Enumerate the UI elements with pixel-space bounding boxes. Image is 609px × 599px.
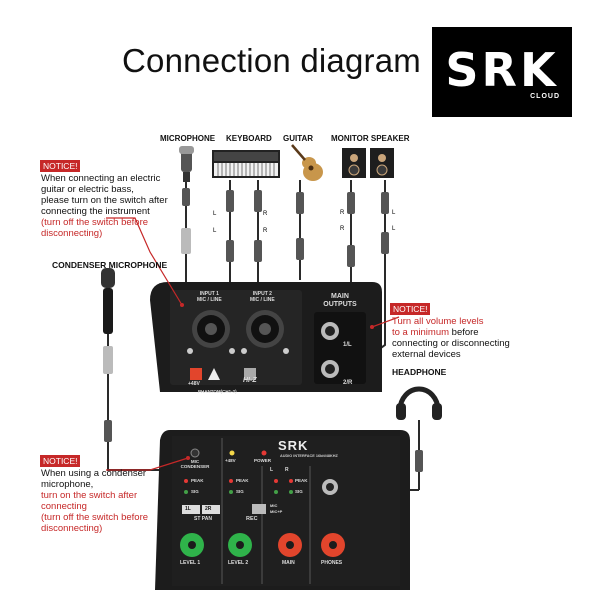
cable-label-l-monitor-lower: L: [392, 226, 396, 232]
panel-mic-condenser: MIC CONDENSER: [177, 459, 213, 469]
notice-line-red: disconnecting): [41, 228, 103, 239]
panel-peak-2: PEAK: [236, 478, 249, 483]
notice-line: microphone,: [41, 479, 94, 490]
audio-interface-bottom: [155, 430, 410, 590]
panel-hiz: HI-Z: [243, 377, 257, 384]
label-keyboard: KEYBOARD: [226, 134, 272, 143]
panel-mic: MIC: [270, 503, 278, 508]
panel-phones: PHONES: [321, 560, 343, 566]
notice-tag-volume: NOTICE!: [390, 303, 431, 315]
panel-sig-2: SIG: [236, 489, 244, 494]
notice-line: external devices: [392, 349, 461, 360]
panel-st-pan: ST PAN: [194, 516, 212, 522]
notice-tag-condenser: NOTICE!: [40, 455, 81, 467]
logo-sub-text: CLOUD: [530, 93, 560, 100]
panel-out-1l: 1/L: [343, 342, 352, 348]
panel-input2-label: INPUT 2 MIC / LINE: [250, 291, 275, 303]
panel-mic-pc: MIC+P: [270, 509, 283, 514]
notice-line-red: to a minimum: [392, 327, 450, 338]
panel-level1: LEVEL 1: [180, 560, 201, 566]
panel-l: L: [270, 467, 274, 473]
cable-label-r-keyboard-lower: R: [263, 228, 268, 234]
page-title: Connection diagram: [122, 42, 421, 79]
notice-line: guitar or electric bass,: [41, 184, 134, 195]
cable-label-r-keyboard: R: [263, 211, 268, 217]
notice-line-red: turn on the switch after: [41, 490, 138, 501]
notice-line-red: connecting: [41, 501, 87, 512]
panel-text: MIC / LINE: [250, 297, 275, 303]
microphone-icon: [179, 146, 194, 182]
panel-btn-1l: 1L: [185, 506, 191, 512]
cable-label-r-monitor-lower: R: [340, 226, 345, 232]
panel-text: MIC / LINE: [197, 297, 222, 303]
label-condenser-microphone: CONDENSER MICROPHONE: [52, 260, 168, 270]
cable-label-l-monitor: L: [392, 210, 396, 216]
panel-text: CONDENSER: [180, 464, 210, 469]
panel-text: INPUT 1: [199, 291, 219, 297]
panel-level2: LEVEL 2: [228, 560, 249, 566]
label-headphone: HEADPHONE: [392, 367, 447, 377]
notice-line: When connecting an electric: [41, 173, 161, 184]
notice-line: connecting or disconnecting: [392, 338, 510, 349]
notice-line: please turn on the switch after: [41, 195, 168, 206]
panel-text: MAIN: [331, 293, 349, 300]
panel-phantom: PHANTOM(CH1-2): [198, 389, 237, 394]
label-microphone: MICROPHONE: [160, 134, 216, 143]
monitor-speaker-icon: [342, 148, 394, 178]
guitar-icon: [291, 144, 323, 181]
srk-logo: SRK CLOUD: [432, 27, 572, 117]
panel-input1-label: INPUT 1 MIC / LINE: [197, 291, 222, 303]
notice-line-red: (turn off the switch before: [41, 217, 149, 228]
label-guitar: GUITAR: [283, 134, 314, 143]
notice-line: connecting the instrument: [41, 206, 150, 217]
audio-interface-top: [150, 282, 382, 392]
notice-line: before: [449, 327, 479, 338]
notice-text-volume: Turn all volume levels to a minimum befo…: [392, 316, 510, 360]
label-monitor-speaker: MONITOR SPEAKER: [331, 134, 410, 143]
panel-subtitle: AUDIO INTERFACE 16bit/48KHZ: [280, 454, 338, 458]
panel-main: MAIN: [282, 560, 295, 566]
panel-48v-small: +48V: [225, 458, 236, 463]
logo-main-text: SRK: [445, 43, 559, 97]
panel-text: MIC: [190, 459, 200, 464]
cable-label-l-keyboard: L: [213, 211, 217, 217]
panel-48v: +48V: [188, 381, 200, 387]
notice-line: When using a condenser: [41, 468, 147, 479]
notice-line-red: (turn off the switch before: [41, 512, 149, 523]
panel-peak-3: PEAK: [295, 478, 308, 483]
panel-brand: SRK: [278, 438, 309, 453]
panel-out-2r: 2/R: [343, 380, 353, 386]
notice-text-condenser: When using a condenser microphone, turn …: [41, 468, 148, 534]
notice-tag-instrument: NOTICE!: [40, 160, 81, 172]
panel-sig-1: SIG: [191, 489, 199, 494]
panel-rec: REC: [246, 516, 258, 522]
panel-power: POWER: [254, 458, 272, 463]
cable-label-l-keyboard-lower: L: [213, 228, 217, 234]
panel-text: OUTPUTS: [323, 301, 357, 308]
panel-r: R: [285, 467, 289, 473]
panel-sig-3: SIG: [295, 489, 303, 494]
notice-text-instrument: When connecting an electric guitar or el…: [41, 173, 168, 239]
cable-label-r-monitor: R: [340, 210, 345, 216]
panel-btn-2r: 2R: [205, 506, 212, 512]
notice-line-red: disconnecting): [41, 523, 103, 534]
panel-peak-1: PEAK: [191, 478, 204, 483]
notice-line-red: Turn all volume levels: [392, 316, 484, 327]
panel-main-outputs-label: MAIN OUTPUTS: [318, 293, 362, 309]
keyboard-icon: [212, 150, 280, 178]
panel-text: INPUT 2: [252, 291, 272, 297]
